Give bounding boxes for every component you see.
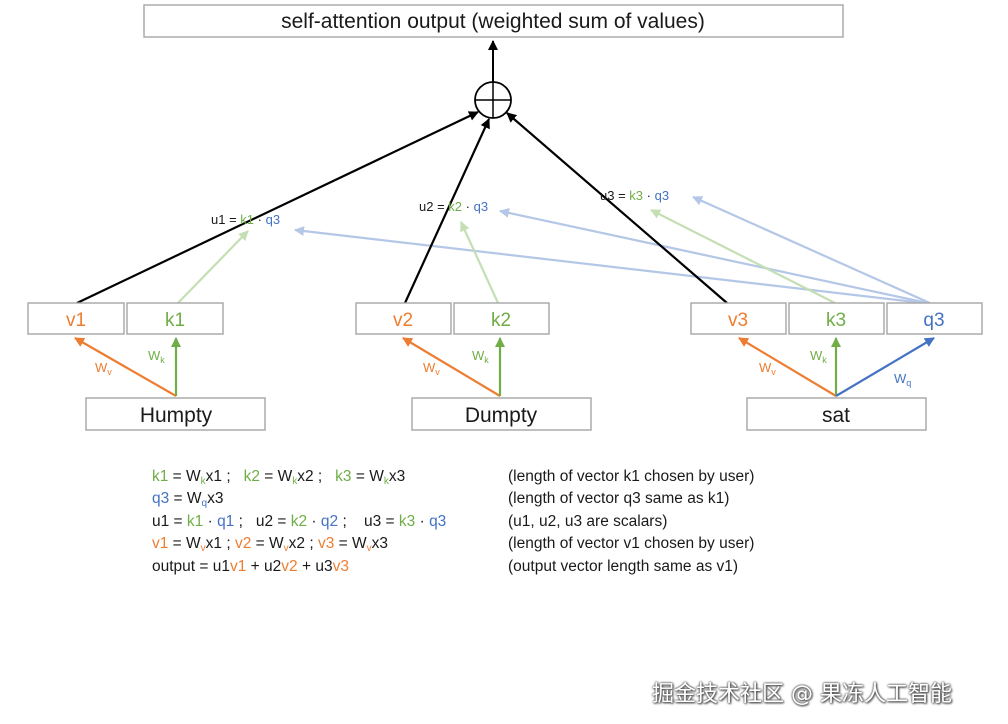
formula-equation: output = u1v1 + u2v2 + u3v3 xyxy=(152,557,349,575)
formula-equation: k1 = Wkx1 ; k2 = Wkx2 ; k3 = Wkx3 xyxy=(152,468,406,487)
vector-box-v2: v2 xyxy=(355,302,452,335)
vector-box-k3: k3 xyxy=(788,302,885,335)
formula-equation: u1 = k1 · q1 ; u2 = k2 · q2 ; u3 = k3 · … xyxy=(152,512,447,530)
vector-box-k2: k2 xyxy=(453,302,550,335)
weight-label-wv-1: Wv xyxy=(95,360,112,377)
svg-text:k1: k1 xyxy=(165,310,185,331)
arrow-dumpty-to-v2 xyxy=(402,337,501,397)
vector-box-k1: k1 xyxy=(126,302,224,335)
svg-text:sat: sat xyxy=(822,404,850,427)
arrow-humpty-to-v1 xyxy=(74,337,177,397)
weight-label-wv-3: Wv xyxy=(759,360,776,377)
arrow-k1-to-u1 xyxy=(177,230,249,304)
watermark: 掘金技术社区 @ 果冻人工智能 xyxy=(652,682,952,707)
arrow-v1-to-sum xyxy=(76,111,479,304)
arrow-v3-to-sum xyxy=(506,112,728,304)
formula-equation: v1 = Wvx1 ; v2 = Wvx2 ; v3 = Wvx3 xyxy=(152,535,388,555)
score-u3: u3 = k3 · q3 xyxy=(600,188,669,203)
svg-text:v1: v1 xyxy=(66,310,86,331)
arrow-k2-to-u2 xyxy=(459,221,500,304)
formula-row: u1 = k1 · q1 ; u2 = k2 · q2 ; u3 = k3 · … xyxy=(152,511,667,533)
vector-box-q3: q3 xyxy=(886,302,983,335)
formula-row: k1 = Wkx1 ; k2 = Wkx2 ; k3 = Wkx3 (length… xyxy=(152,466,754,488)
arrow-v2-to-sum xyxy=(403,118,491,304)
weight-label-wk-2: Wk xyxy=(472,348,489,365)
svg-text:k2: k2 xyxy=(491,310,511,331)
formula-comment: (output vector length same as v1) xyxy=(508,557,739,575)
word-box-humpty: Humpty xyxy=(85,397,266,431)
weight-label-wk-1: Wk xyxy=(148,348,165,365)
score-u1: u1 = k1 · q3 xyxy=(211,212,280,227)
formula-block: k1 = Wkx1 ; k2 = Wkx2 ; k3 = Wkx3 (length… xyxy=(152,466,754,578)
output-box-label: self-attention output (weighted sum of v… xyxy=(281,10,705,33)
arrow-q3-to-u2 xyxy=(499,208,933,306)
formula-row: v1 = Wvx1 ; v2 = Wvx2 ; v3 = Wvx3 (length… xyxy=(152,533,754,555)
formula-comment: (u1, u2, u3 are scalars) xyxy=(508,512,668,530)
arrow-sat-to-v3 xyxy=(738,337,837,397)
arrow-q3-to-u1 xyxy=(294,226,933,306)
weight-label-wq-3: Wq xyxy=(894,371,911,388)
output-box: self-attention output (weighted sum of v… xyxy=(143,4,844,38)
vector-box-v1: v1 xyxy=(27,302,125,335)
arrow-k3-to-u3 xyxy=(650,209,836,304)
svg-text:Humpty: Humpty xyxy=(140,404,213,427)
vector-box-v3: v3 xyxy=(690,302,787,335)
svg-text:v2: v2 xyxy=(393,310,413,331)
word-box-sat: sat xyxy=(746,397,927,431)
score-u2: u2 = k2 · q3 xyxy=(419,199,488,214)
svg-text:k3: k3 xyxy=(826,310,846,331)
arrow-sat-to-q3 xyxy=(835,337,935,397)
formula-comment: (length of vector v1 chosen by user) xyxy=(508,535,755,553)
svg-text:v3: v3 xyxy=(728,310,748,331)
formula-comment: (length of vector q3 same as k1) xyxy=(508,490,730,508)
weight-label-wv-2: Wv xyxy=(423,360,440,377)
formula-equation: q3 = Wqx3 xyxy=(152,490,224,510)
sum-node xyxy=(474,81,512,119)
svg-text:q3: q3 xyxy=(923,310,944,331)
arrow-q3-to-u3 xyxy=(692,195,933,306)
weight-label-wk-3: Wk xyxy=(810,348,827,365)
formula-row: q3 = Wqx3 (length of vector q3 same as k1… xyxy=(152,488,729,510)
svg-text:Dumpty: Dumpty xyxy=(465,404,538,427)
formula-comment: (length of vector k1 chosen by user) xyxy=(508,468,755,485)
formula-row: output = u1v1 + u2v2 + u3v3 (output vecto… xyxy=(152,556,738,578)
word-box-dumpty: Dumpty xyxy=(411,397,592,431)
